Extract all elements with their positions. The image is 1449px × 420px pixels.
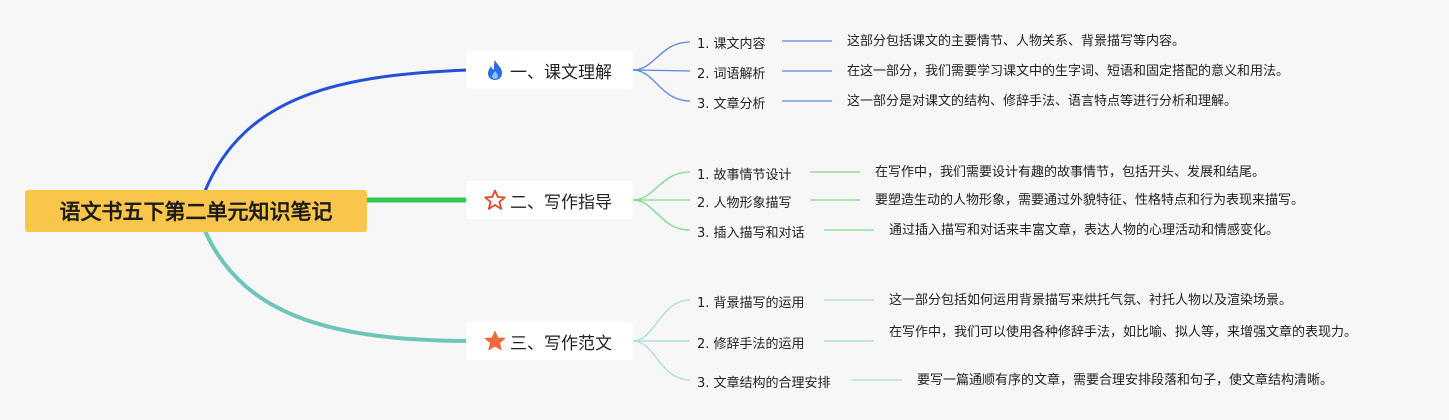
leaf-2-3[interactable]: 3. 插入描写和对话	[697, 226, 805, 241]
branch-3-fan-line-3	[632, 340, 691, 381]
branch-2-fan-line-3	[632, 199, 691, 231]
leaf-3-3[interactable]: 3. 文章结构的合理安排	[697, 376, 831, 391]
leaf-1-3[interactable]: 3. 文章分析	[697, 97, 766, 112]
branch-2-fan-line-1	[632, 171, 691, 201]
star-filled-icon	[484, 330, 506, 352]
leaf-3-2[interactable]: 2. 修辞手法的运用	[697, 337, 805, 352]
leaf-2-1[interactable]: 1. 故事情节设计	[697, 168, 792, 183]
root-to-branch-1-line	[203, 68, 469, 192]
branch-2-label: 二、写作指导	[510, 192, 612, 213]
branch-node-2[interactable]: 二、写作指导	[466, 181, 633, 219]
leaf-1-2[interactable]: 2. 词语解析	[697, 67, 766, 82]
desc-3-3: 要写一篇通顺有序的文章，需要合理安排段落和句子，使文章结构清晰。	[917, 373, 1334, 388]
desc-3-1: 这一部分包括如何运用背景描写来烘托气氛、衬托人物以及渲染场景。	[889, 293, 1293, 308]
leaf-1-1[interactable]: 1. 课文内容	[697, 37, 766, 52]
branch-node-1[interactable]: 一、课文理解	[466, 51, 633, 89]
branch-3-fan-line-1	[632, 299, 691, 342]
desc-1-3: 这一部分是对课文的结构、修辞手法、语言特点等进行分析和理解。	[847, 94, 1238, 109]
desc-1-1: 这部分包括课文的主要情节、人物关系、背景描写等内容。	[847, 34, 1186, 49]
root-node[interactable]: 语文书五下第二单元知识笔记	[25, 190, 367, 232]
desc-2-2: 要塑造生动的人物形象，需要通过外貌特征、性格特点和行为表现来描写。	[875, 193, 1305, 208]
flame-icon	[484, 59, 506, 81]
branch-1-fan-line-3	[632, 69, 691, 102]
branch-1-label: 一、课文理解	[510, 62, 612, 83]
desc-2-1: 在写作中，我们需要设计有趣的故事情节，包括开头、发展和结尾。	[875, 165, 1266, 180]
root-to-branch-3-line	[203, 230, 469, 343]
branch-1-fan-line-2	[632, 69, 691, 72]
branch-3-label: 三、写作范文	[510, 333, 612, 354]
desc-1-2: 在这一部分，我们需要学习课文中的生字词、短语和固定搭配的意义和用法。	[847, 64, 1290, 79]
branch-node-3[interactable]: 三、写作范文	[466, 322, 633, 360]
leaf-2-2[interactable]: 2. 人物形象描写	[697, 196, 792, 211]
desc-3-2: 在写作中，我们可以使用各种修辞手法，如比喻、拟人等，来增强文章的表现力。	[889, 325, 1358, 340]
root-label: 语文书五下第二单元知识笔记	[59, 200, 333, 224]
leaf-3-1[interactable]: 1. 背景描写的运用	[697, 296, 805, 311]
star-outline-icon	[484, 189, 506, 211]
desc-2-3: 通过插入描写和对话来丰富文章，表达人物的心理活动和情感变化。	[889, 223, 1280, 238]
branch-1-fan-line-1	[632, 41, 691, 71]
